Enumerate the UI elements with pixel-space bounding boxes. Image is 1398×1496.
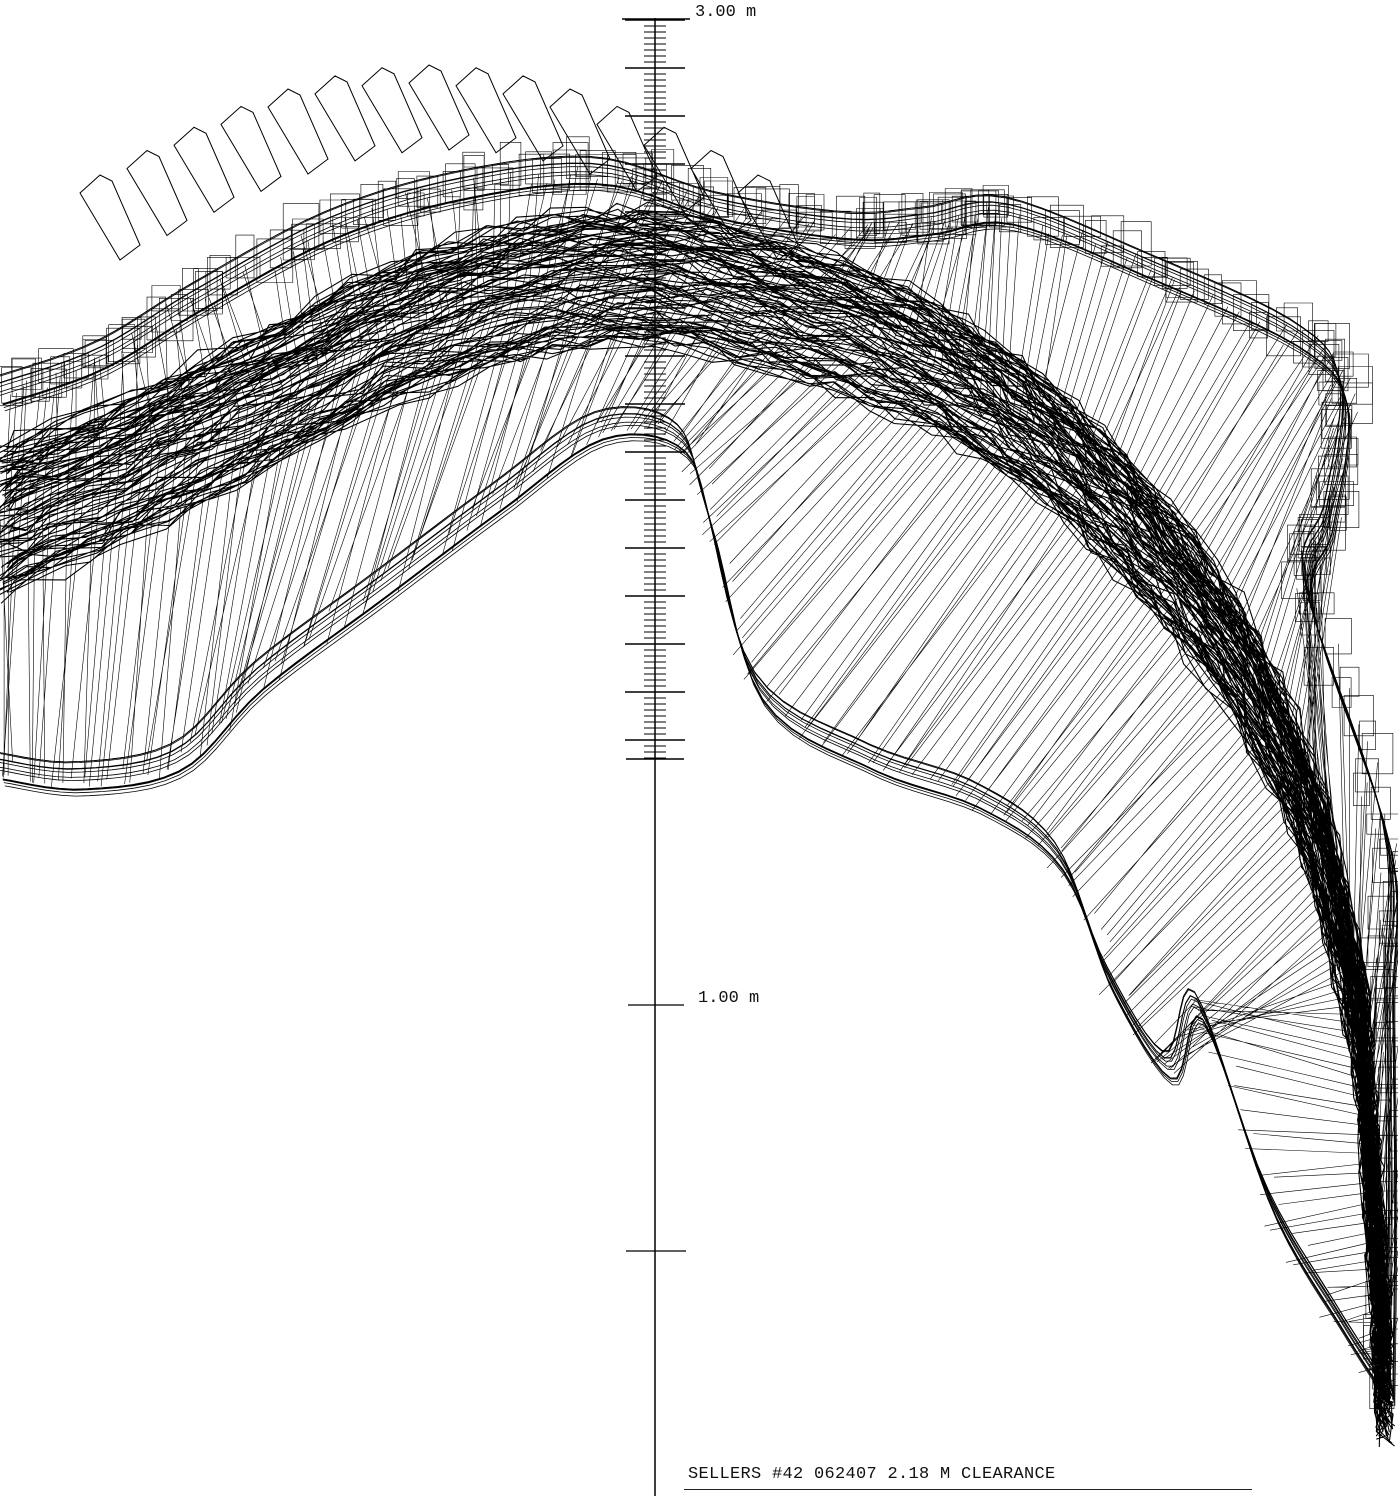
upper-envelope — [3, 186, 1398, 1403]
caption-underline — [684, 1489, 1252, 1490]
scale-label-3m: 3.00 m — [693, 3, 759, 22]
lower-envelope — [3, 437, 1390, 1403]
trace-core — [0, 201, 1396, 1448]
lower-envelope — [2, 433, 1389, 1400]
limb-motion-trace — [0, 64, 1398, 1448]
lower-envelope — [0, 416, 1384, 1383]
lower-envelope — [0, 407, 1381, 1374]
trace-fins — [79, 64, 799, 261]
lower-envelope — [0, 406, 1380, 1372]
upper-envelope — [4, 189, 1398, 1406]
lower-envelope — [0, 424, 1386, 1391]
lower-envelope — [4, 440, 1391, 1407]
upper-envelope — [0, 174, 1395, 1391]
upper-envelope — [0, 163, 1392, 1380]
lower-envelope — [0, 421, 1385, 1388]
upper-envelope — [0, 156, 1390, 1373]
upper-envelope — [0, 162, 1392, 1379]
plot-caption: SELLERS #42 062407 2.18 M CLEARANCE — [686, 1465, 1058, 1484]
scale-label-1m: 1.00 m — [696, 989, 762, 1008]
lower-envelope — [0, 413, 1383, 1380]
lower-envelope — [0, 406, 1380, 1372]
